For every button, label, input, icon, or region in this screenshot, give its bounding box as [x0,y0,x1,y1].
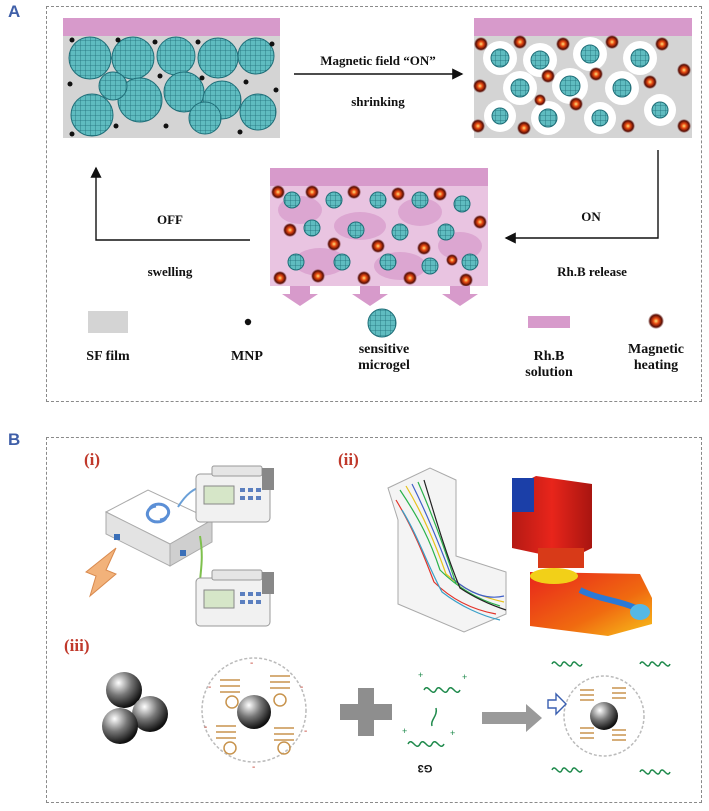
svg-text:-: - [250,658,253,669]
arrow-top-label: Magnetic field “ON” [320,53,436,68]
swollen-state [63,18,280,138]
arrow-left-label: OFF [157,212,183,227]
svg-text:-: - [208,682,211,693]
legend-microgel: sensitive microgel [358,342,410,373]
g3-label: G3 [417,762,433,774]
panel-b-frame [46,437,702,803]
legend-icons [88,308,664,338]
sub-iii-label: (iii) [64,636,90,655]
sub-ii-label: (ii) [338,450,359,469]
panel-a-letter: A [8,2,21,21]
svg-text:+: + [462,672,467,682]
legend-heat: Magnetic heating [628,342,684,373]
cycle-arrows [90,68,659,244]
legend-sf-film: SF film [86,349,130,364]
svg-text:-: - [204,722,207,733]
legend-mnp: MNP [231,349,263,364]
arrow-right-label: ON [581,209,601,224]
sub-i-label: (i) [84,450,101,469]
nanoparticle-assembly: - - - - - - + + + + [102,657,671,775]
svg-text:-: - [252,762,255,773]
arrow-left-sublabel: swelling [147,264,193,279]
svg-text:-: - [300,682,303,693]
svg-text:+: + [450,728,455,738]
panel-b-letter: B [8,430,21,449]
arrow-top-sublabel: shrinking [351,94,405,109]
svg-text:+: + [418,670,423,680]
microfluidic-device [85,465,274,627]
legend-rhb: Rh.B solution [525,349,573,380]
release-state [270,168,488,306]
streamline-simulation [387,467,652,636]
svg-text:+: + [402,726,407,736]
shrunk-state [471,18,692,138]
arrow-right-sublabel: Rh.B release [557,264,627,279]
svg-text:-: - [304,726,307,737]
panel-a-frame [46,6,702,402]
